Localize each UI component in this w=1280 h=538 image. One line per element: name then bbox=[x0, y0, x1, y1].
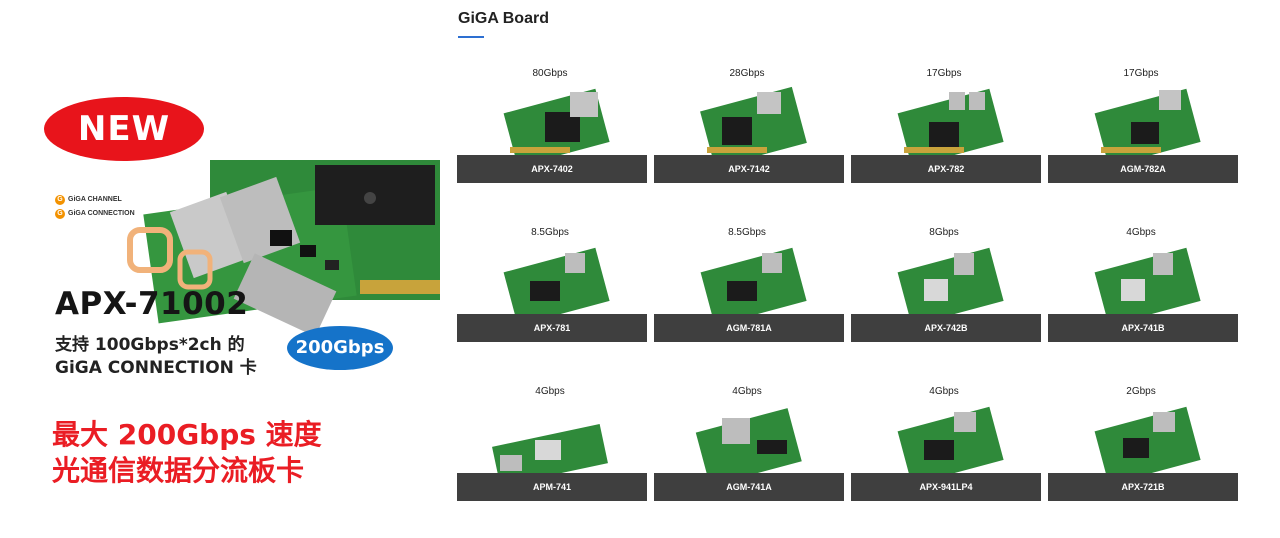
product-card[interactable]: 4Gbps AGM-741A bbox=[652, 386, 844, 516]
board-image bbox=[503, 88, 610, 167]
board-image bbox=[700, 86, 807, 168]
card-speed: 28Gbps bbox=[729, 68, 765, 79]
card-name-bar[interactable]: AGM-782A bbox=[1048, 155, 1238, 183]
title-underline bbox=[458, 36, 484, 38]
spec-line-2: GiGA CONNECTION 卡 bbox=[55, 358, 257, 378]
board-image bbox=[1094, 406, 1201, 485]
product-card[interactable]: 17Gbps APX-782 bbox=[849, 68, 1041, 198]
card-name-bar[interactable]: APX-7402 bbox=[457, 155, 647, 183]
giga-logo-icon: G bbox=[55, 195, 65, 205]
card-name-bar[interactable]: APX-941LP4 bbox=[851, 473, 1041, 501]
tagline-2: 光通信数据分流板卡 bbox=[52, 454, 305, 487]
promo-banner[interactable]: NEW G GiGA CHANNEL G GiGA CONNECTION AP bbox=[0, 0, 440, 538]
board-image bbox=[1094, 88, 1201, 167]
card-name-bar[interactable]: APX-721B bbox=[1048, 473, 1238, 501]
card-name-bar[interactable]: APM-741 bbox=[457, 473, 647, 501]
card-speed: 8Gbps bbox=[929, 227, 959, 238]
card-name-bar[interactable]: APX-782 bbox=[851, 155, 1041, 183]
card-name-bar[interactable]: AGM-781A bbox=[654, 314, 844, 342]
product-card[interactable]: 4Gbps APX-941LP4 bbox=[849, 386, 1041, 516]
board-image bbox=[492, 424, 608, 486]
logo-giga-channel: G GiGA CHANNEL bbox=[55, 193, 135, 207]
card-name-bar[interactable]: AGM-741A bbox=[654, 473, 844, 501]
product-card[interactable]: 4Gbps APM-741 bbox=[455, 386, 647, 516]
product-catalog: GiGA Board 80Gbps APX-7402 28Gbps APX-71… bbox=[455, 0, 1255, 538]
board-image bbox=[503, 247, 610, 326]
card-speed: 17Gbps bbox=[926, 68, 962, 79]
product-card[interactable]: 2Gbps APX-721B bbox=[1046, 386, 1238, 516]
logo-giga-connection: G GiGA CONNECTION bbox=[55, 207, 135, 221]
card-speed: 4Gbps bbox=[1126, 227, 1156, 238]
card-speed: 8.5Gbps bbox=[728, 227, 766, 238]
card-speed: 4Gbps bbox=[929, 386, 959, 397]
product-card[interactable]: 80Gbps APX-7402 bbox=[455, 68, 647, 198]
card-speed: 8.5Gbps bbox=[531, 227, 569, 238]
card-speed: 4Gbps bbox=[535, 386, 565, 397]
product-card[interactable]: 17Gbps AGM-782A bbox=[1046, 68, 1238, 198]
board-image bbox=[1094, 247, 1201, 326]
card-speed: 2Gbps bbox=[1126, 386, 1156, 397]
product-image bbox=[127, 160, 440, 337]
speed-badge: 200Gbps bbox=[287, 326, 393, 370]
board-image bbox=[897, 406, 1004, 485]
spec-line-1: 支持 100Gbps*2ch 的 bbox=[55, 335, 245, 355]
giga-logo-icon: G bbox=[55, 209, 65, 219]
catalog-title: GiGA Board bbox=[458, 10, 549, 27]
card-name-bar[interactable]: APX-742B bbox=[851, 314, 1041, 342]
new-badge: NEW bbox=[44, 97, 204, 161]
card-name-bar[interactable]: APX-7142 bbox=[654, 155, 844, 183]
product-card[interactable]: 28Gbps APX-7142 bbox=[652, 68, 844, 198]
product-model: APX-71002 bbox=[55, 286, 249, 322]
card-name-bar[interactable]: APX-781 bbox=[457, 314, 647, 342]
product-card[interactable]: 8.5Gbps APX-781 bbox=[455, 227, 647, 357]
board-image bbox=[695, 408, 802, 486]
card-name-bar[interactable]: APX-741B bbox=[1048, 314, 1238, 342]
card-speed: 4Gbps bbox=[732, 386, 762, 397]
board-image bbox=[897, 247, 1004, 326]
brand-logos: G GiGA CHANNEL G GiGA CONNECTION bbox=[55, 193, 135, 221]
product-card[interactable]: 8Gbps APX-742B bbox=[849, 227, 1041, 357]
board-image bbox=[700, 247, 807, 326]
tagline-1: 最大 200Gbps 速度 bbox=[52, 418, 322, 451]
board-image bbox=[897, 88, 1004, 167]
card-speed: 17Gbps bbox=[1123, 68, 1159, 79]
product-card[interactable]: 4Gbps APX-741B bbox=[1046, 227, 1238, 357]
product-card[interactable]: 8.5Gbps AGM-781A bbox=[652, 227, 844, 357]
card-speed: 80Gbps bbox=[532, 68, 568, 79]
